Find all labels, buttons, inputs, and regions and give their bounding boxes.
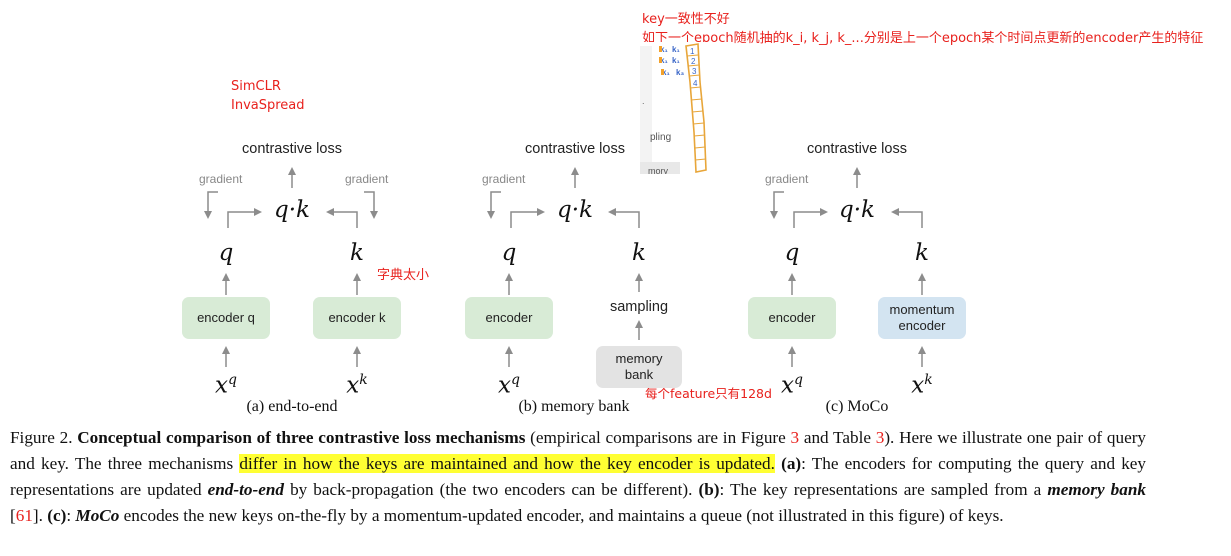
- annotation-invaspread: InvaSpread: [231, 98, 305, 113]
- highlighted-text: differ in how the keys are maintained an…: [239, 454, 775, 473]
- inset-fragment-mory: mory: [648, 166, 668, 174]
- input-xk: xk: [911, 372, 933, 399]
- svg-text:1: 1: [690, 47, 695, 56]
- encoder-label: encoder: [768, 310, 816, 325]
- momentum-encoder-line1: momentum: [889, 302, 955, 317]
- figure-label: Figure 2.: [10, 428, 73, 447]
- memory-bank-line2: bank: [624, 367, 654, 382]
- gradient-label-left: gradient: [765, 172, 809, 186]
- subcaption-a: (a) end-to-end: [246, 398, 338, 415]
- sampling-label: sampling: [609, 299, 669, 315]
- svg-text:3: 3: [692, 67, 697, 76]
- key-symbol: k: [632, 240, 646, 266]
- encoder-box: encoder: [748, 297, 836, 339]
- encoder-box: encoder: [465, 297, 553, 339]
- encoder-k-box: encoder k: [313, 297, 401, 339]
- svg-text:4: 4: [693, 79, 698, 88]
- emphasis-moco: MoCo: [75, 506, 120, 525]
- svg-text:.: .: [642, 96, 645, 106]
- gradient-label-right: gradient: [345, 172, 389, 186]
- label-a: (a): [781, 454, 802, 473]
- input-xq: xq: [781, 372, 803, 399]
- inset-fragment-pling: pling: [650, 132, 672, 143]
- emphasis-end-to-end: end-to-end: [207, 480, 284, 499]
- svg-text:k₁: k₁: [660, 45, 668, 54]
- ref-61[interactable]: 61: [15, 506, 33, 525]
- caption-title: Conceptual comparison of three contrasti…: [77, 428, 526, 447]
- ref-table-3[interactable]: 3: [875, 428, 885, 447]
- annotation-simclr: SimCLR: [231, 79, 281, 94]
- contrastive-loss-label: contrastive loss: [242, 141, 342, 157]
- memory-bank-box: memory bank: [596, 346, 682, 388]
- diagram-arrows: [204, 167, 926, 367]
- annotation-feature-128d: 每个feature只有128d: [645, 386, 772, 401]
- input-xq: xq: [498, 372, 520, 399]
- label-b: (b): [698, 480, 720, 499]
- figure-caption: Figure 2. Conceptual comparison of three…: [10, 428, 1147, 525]
- svg-text:2: 2: [691, 57, 696, 66]
- momentum-encoder-line2: encoder: [898, 318, 946, 333]
- label-c: (c): [47, 506, 67, 525]
- contrastive-loss-label: contrastive loss: [807, 141, 907, 157]
- encoder-q-box: encoder q: [182, 297, 270, 339]
- similarity-qk: q·k: [274, 197, 310, 223]
- input-xq: xq: [215, 372, 237, 399]
- gradient-label-left: gradient: [199, 172, 243, 186]
- annotation-epoch-note: 如下一个epoch随机抽的k_i, k_j, k_...分别是上一个epoch某…: [642, 31, 1204, 46]
- svg-text:k₁: k₁: [660, 56, 668, 65]
- svg-text:k₁: k₁: [662, 68, 670, 77]
- subcaption-b: (b) memory bank: [518, 398, 630, 415]
- contrastive-loss-label: contrastive loss: [525, 141, 625, 157]
- memory-bank-line1: memory: [615, 351, 663, 366]
- encoder-q-label: encoder q: [197, 310, 255, 325]
- svg-text:k₁: k₁: [672, 45, 680, 54]
- key-symbol: k: [915, 240, 929, 266]
- annotation-key-consistency: key一致性不好: [642, 12, 730, 27]
- momentum-encoder-box: momentum encoder: [878, 297, 966, 339]
- subcaption-c: (c) MoCo: [825, 398, 889, 415]
- svg-text:k₃: k₃: [676, 68, 684, 77]
- annotation-dictionary-small: 字典太小: [377, 268, 430, 283]
- key-symbol: k: [350, 240, 364, 266]
- similarity-qk: q·k: [839, 197, 875, 223]
- query-symbol: q: [501, 240, 517, 266]
- emphasis-memory-bank: memory bank: [1047, 480, 1147, 499]
- encoder-k-label: encoder k: [328, 310, 386, 325]
- gradient-label-left: gradient: [482, 172, 526, 186]
- query-symbol: q: [784, 240, 800, 266]
- similarity-qk: q·k: [557, 197, 593, 223]
- ref-figure-3[interactable]: 3: [790, 428, 800, 447]
- encoder-label: encoder: [485, 310, 533, 325]
- svg-text:k₁: k₁: [672, 56, 680, 65]
- input-xk: xk: [346, 372, 368, 399]
- query-symbol: q: [218, 240, 234, 266]
